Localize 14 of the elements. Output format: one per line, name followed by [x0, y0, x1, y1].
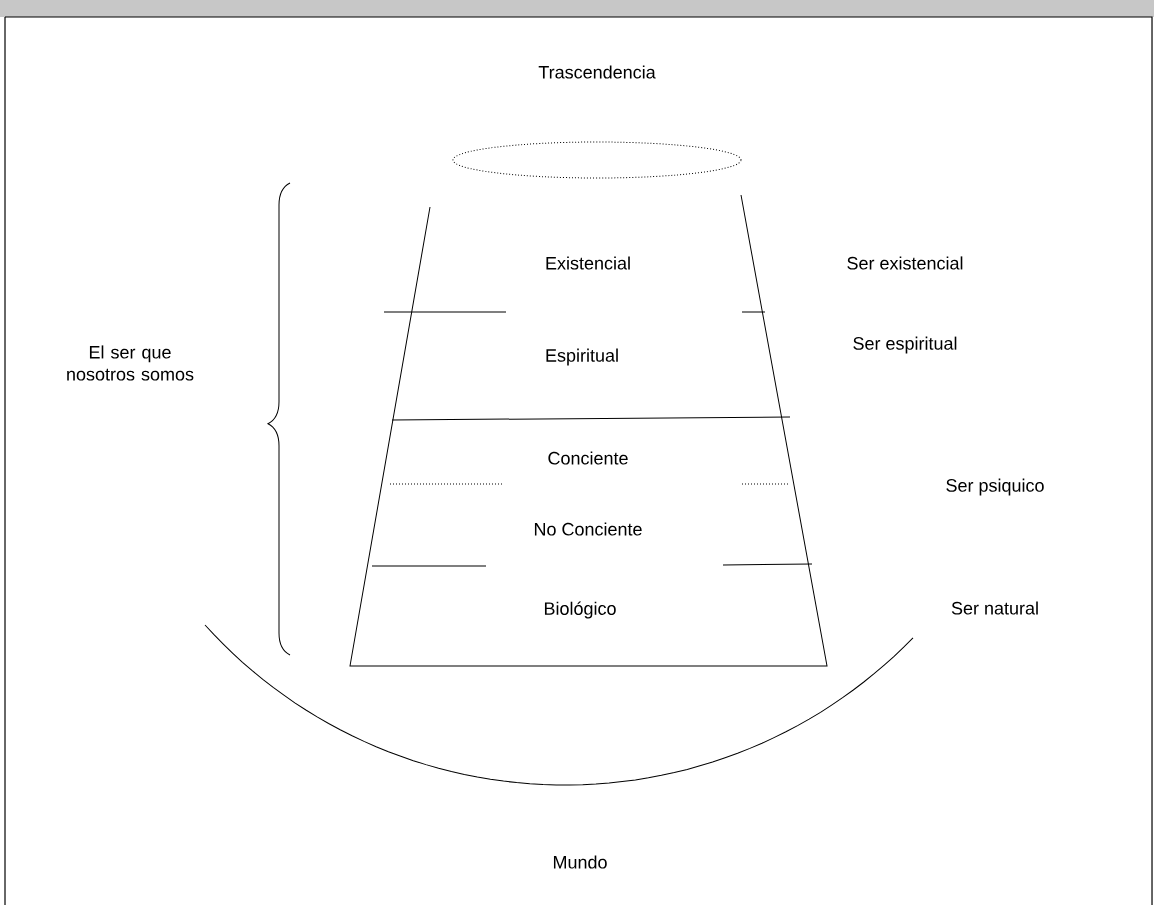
dotted-ellipse — [452, 141, 742, 179]
layer-label: Espiritual — [546, 348, 618, 366]
text-label: Ser natural — [951, 601, 1038, 615]
text-label: El ser que nosotros somos — [67, 345, 194, 381]
layer-label: Biológico — [544, 601, 616, 619]
text-label: Ser espiritual — [853, 336, 957, 354]
layer-label: Existencial — [546, 256, 630, 270]
text-label: Ser psiquico — [946, 478, 1044, 496]
text-label: Mundo — [553, 855, 607, 869]
layered-trapezoid — [349, 194, 828, 667]
text-label: Ser existencial — [847, 256, 963, 270]
text-label: Trascendencia — [538, 65, 656, 79]
layer-label: No Conciente — [534, 522, 642, 536]
layer-label: Conciente — [548, 451, 628, 465]
